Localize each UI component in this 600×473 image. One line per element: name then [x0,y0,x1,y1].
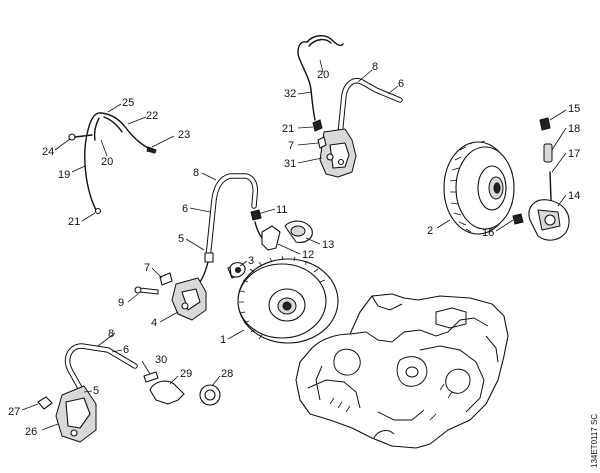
callout-20: 20 [317,69,329,81]
ignition-module-top-group [297,35,403,178]
callout-17: 17 [568,148,580,160]
pawl-carrier-group [512,117,570,241]
ignition-module-lower-group [37,343,221,443]
callout-9: 9 [118,297,124,309]
callout-labels: 20 8 6 32 21 7 31 25 22 23 24 20 19 21 1… [8,61,599,468]
callout-8b: 8 [193,167,199,179]
callout-7b: 7 [144,262,150,274]
callout-2: 2 [427,225,433,237]
callout-5: 5 [178,233,184,245]
callout-23: 23 [178,129,190,141]
callout-8: 8 [372,61,378,73]
drawing-code: 134ET0117 SC [590,414,599,468]
callout-5b: 5 [93,385,99,397]
callout-8c: 8 [108,328,114,340]
ground-wire-group [68,112,157,215]
callout-31: 31 [284,158,296,170]
callout-6: 6 [398,78,404,90]
callout-21b: 21 [68,216,80,228]
callout-21: 21 [282,123,294,135]
callout-29: 29 [180,368,192,380]
callout-6c: 6 [123,344,129,356]
leader-lines [21,59,567,431]
callout-12: 12 [302,249,314,261]
callout-1: 1 [220,334,226,346]
callout-27: 27 [8,406,20,418]
callout-20b: 20 [101,156,113,168]
ignition-module-center-group [134,173,313,321]
callout-16: 16 [482,227,494,239]
callout-22: 22 [146,110,158,122]
fan-wheel-right [443,140,515,235]
callout-18: 18 [568,123,580,135]
callout-14: 14 [568,190,580,202]
callout-15: 15 [568,103,580,115]
callout-13: 13 [322,239,334,251]
crankcase-housing [295,293,509,449]
callout-11: 11 [276,204,287,216]
callout-30: 30 [155,354,167,366]
callout-25: 25 [122,97,134,109]
callout-6b: 6 [182,203,188,215]
callout-28: 28 [221,368,233,380]
callout-19: 19 [58,169,70,181]
callout-3: 3 [248,255,254,267]
callout-26: 26 [25,426,37,438]
callout-24: 24 [42,146,54,158]
callout-32: 32 [284,88,296,100]
callout-7: 7 [288,140,294,152]
callout-4: 4 [151,317,157,329]
